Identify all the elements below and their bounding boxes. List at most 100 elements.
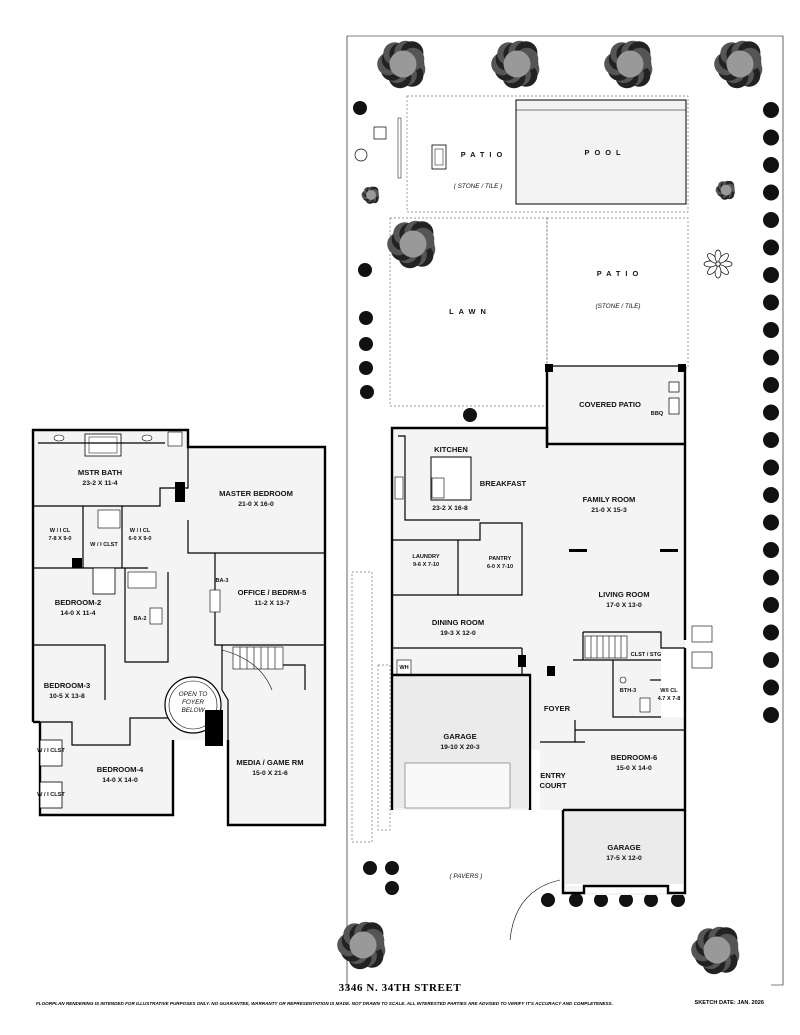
shrub-5 xyxy=(763,212,779,228)
label-open-to-1: OPEN TO xyxy=(179,691,208,698)
room-name-office: OFFICE / BEDRM-5 xyxy=(238,588,308,597)
label-pavers: ( PAVERS ) xyxy=(450,873,483,880)
shrub-39 xyxy=(671,893,685,907)
main-floor xyxy=(390,364,713,895)
shrub-33 xyxy=(385,881,399,895)
room-dims-wic-2: 6-0 X 9-0 xyxy=(128,536,151,542)
grill xyxy=(431,144,447,170)
room-name-living-room: LIVING ROOM xyxy=(598,590,649,599)
room-name-family-room: FAMILY ROOM xyxy=(583,495,636,504)
label-ba-3: BA-3 xyxy=(215,578,228,584)
shrub-11 xyxy=(763,377,779,393)
room-dims-bedroom-3: 10-5 X 13-8 xyxy=(49,693,85,700)
shrubs xyxy=(353,101,779,907)
shrub-10 xyxy=(763,349,779,366)
label-patio-right-material: (STONE / TILE) xyxy=(596,303,641,310)
label-wi-clst-b4: W / I CLST xyxy=(37,792,65,798)
shrub-37 xyxy=(619,893,633,907)
shrub-1 xyxy=(763,102,779,118)
shrub-30 xyxy=(463,408,477,422)
label-lawn: LAWN xyxy=(449,307,491,316)
flower-icon xyxy=(703,249,733,279)
room-dims-master-bedroom: 21-0 X 16-0 xyxy=(238,501,274,508)
shrub-29 xyxy=(360,385,374,399)
label-wi-clst-small: W / I CLST xyxy=(90,542,118,548)
label-ba-2: BA-2 xyxy=(133,616,146,622)
tree-7 xyxy=(691,926,740,975)
room-dims-garage-main: 19-10 X 20-3 xyxy=(440,744,480,751)
shrub-28 xyxy=(359,361,373,375)
label-patio-right: PATIO xyxy=(597,269,644,278)
room-name-bedroom-4: BEDROOM-4 xyxy=(97,765,144,774)
label-clst-stg: CLST / STG xyxy=(631,652,662,658)
label-foyer: FOYER xyxy=(544,704,571,713)
room-dims-bedroom-6: 15-0 X 14-0 xyxy=(616,765,652,772)
label-breakfast: BREAKFAST xyxy=(480,479,527,488)
room-name-mstr-bath: MSTR BATH xyxy=(78,468,122,477)
room-name-wic-lower: W/I CL xyxy=(660,688,678,694)
shrub-6 xyxy=(763,239,779,256)
room-dims-bedroom-2: 14-0 X 11-4 xyxy=(60,610,95,617)
room-dims-bedroom-4: 14-0 X 14-0 xyxy=(102,777,138,784)
shrub-22 xyxy=(763,679,779,696)
tree-9 xyxy=(361,186,380,204)
room-name-bedroom-2: BEDROOM-2 xyxy=(55,598,101,607)
label-patio-upper: PATIO xyxy=(461,150,508,159)
shrub-34 xyxy=(541,893,555,907)
shrub-25 xyxy=(358,263,372,277)
shrub-15 xyxy=(763,487,779,503)
shrub-23 xyxy=(763,707,779,723)
tree-4 xyxy=(714,40,763,89)
label-entry: ENTRY xyxy=(540,771,565,780)
shrub-9 xyxy=(763,322,779,338)
room-name-wic-1: W / I CL xyxy=(50,528,71,534)
room-dims-office: 11-2 X 13-7 xyxy=(254,600,289,607)
shrub-35 xyxy=(569,893,583,907)
shrub-32 xyxy=(385,861,399,875)
shrub-2 xyxy=(763,129,779,146)
shrub-8 xyxy=(763,294,779,311)
pool xyxy=(515,99,687,205)
room-name-garage-small: GARAGE xyxy=(607,843,640,852)
sketch-date: SKETCH DATE: JAN. 2026 xyxy=(694,1000,764,1006)
room-dims-garage-small: 17-5 X 12-0 xyxy=(606,855,642,862)
room-name-wic-2: W / I CL xyxy=(130,528,151,534)
room-dims-media: 15-0 X 21-6 xyxy=(252,770,288,777)
shrub-18 xyxy=(763,569,779,586)
shrub-17 xyxy=(763,542,779,558)
lot-site xyxy=(346,35,784,990)
label-pool: POOL xyxy=(585,148,626,157)
upper-floor xyxy=(31,428,327,827)
tree-1 xyxy=(377,40,426,89)
label-patio-upper-material: ( STONE / TILE ) xyxy=(454,183,503,190)
room-labels: MSTR BATH 23-2 X 11-4 MASTER BEDROOM 21-… xyxy=(37,148,680,880)
room-name-dining-room: DINING ROOM xyxy=(432,618,484,627)
shrub-4 xyxy=(763,184,779,201)
room-dims-kitchen: 23-2 X 16-8 xyxy=(432,505,468,512)
room-dims-wic-lower: 4.7 X 7-8 xyxy=(658,696,681,702)
shrub-21 xyxy=(763,652,779,668)
tree-5 xyxy=(387,220,436,269)
room-dims-pantry: 6-0 X 7-10 xyxy=(487,564,513,570)
label-bbq: BBQ xyxy=(651,411,664,417)
tree-6 xyxy=(337,921,386,970)
label-open-to-3: BELOW xyxy=(181,707,205,714)
room-name-bedroom-3: BEDROOM-3 xyxy=(44,681,90,690)
shrub-3 xyxy=(763,157,779,173)
label-covered-patio: COVERED PATIO xyxy=(579,400,641,409)
shrub-19 xyxy=(763,597,779,613)
trees xyxy=(337,40,763,975)
shrub-12 xyxy=(763,404,779,421)
tree-3 xyxy=(604,40,653,89)
room-name-media: MEDIA / GAME RM xyxy=(236,758,303,767)
label-open-to-2: FOYER xyxy=(182,699,204,706)
room-dims-family-room: 21-0 X 15-3 xyxy=(591,507,627,514)
label-court: COURT xyxy=(540,781,567,790)
tree-8 xyxy=(715,180,736,200)
shrub-38 xyxy=(644,893,658,907)
room-name-pantry: PANTRY xyxy=(489,556,512,562)
shrub-27 xyxy=(359,337,373,351)
shrub-7 xyxy=(763,267,779,283)
room-dims-mstr-bath: 23-2 X 11-4 xyxy=(82,480,117,487)
